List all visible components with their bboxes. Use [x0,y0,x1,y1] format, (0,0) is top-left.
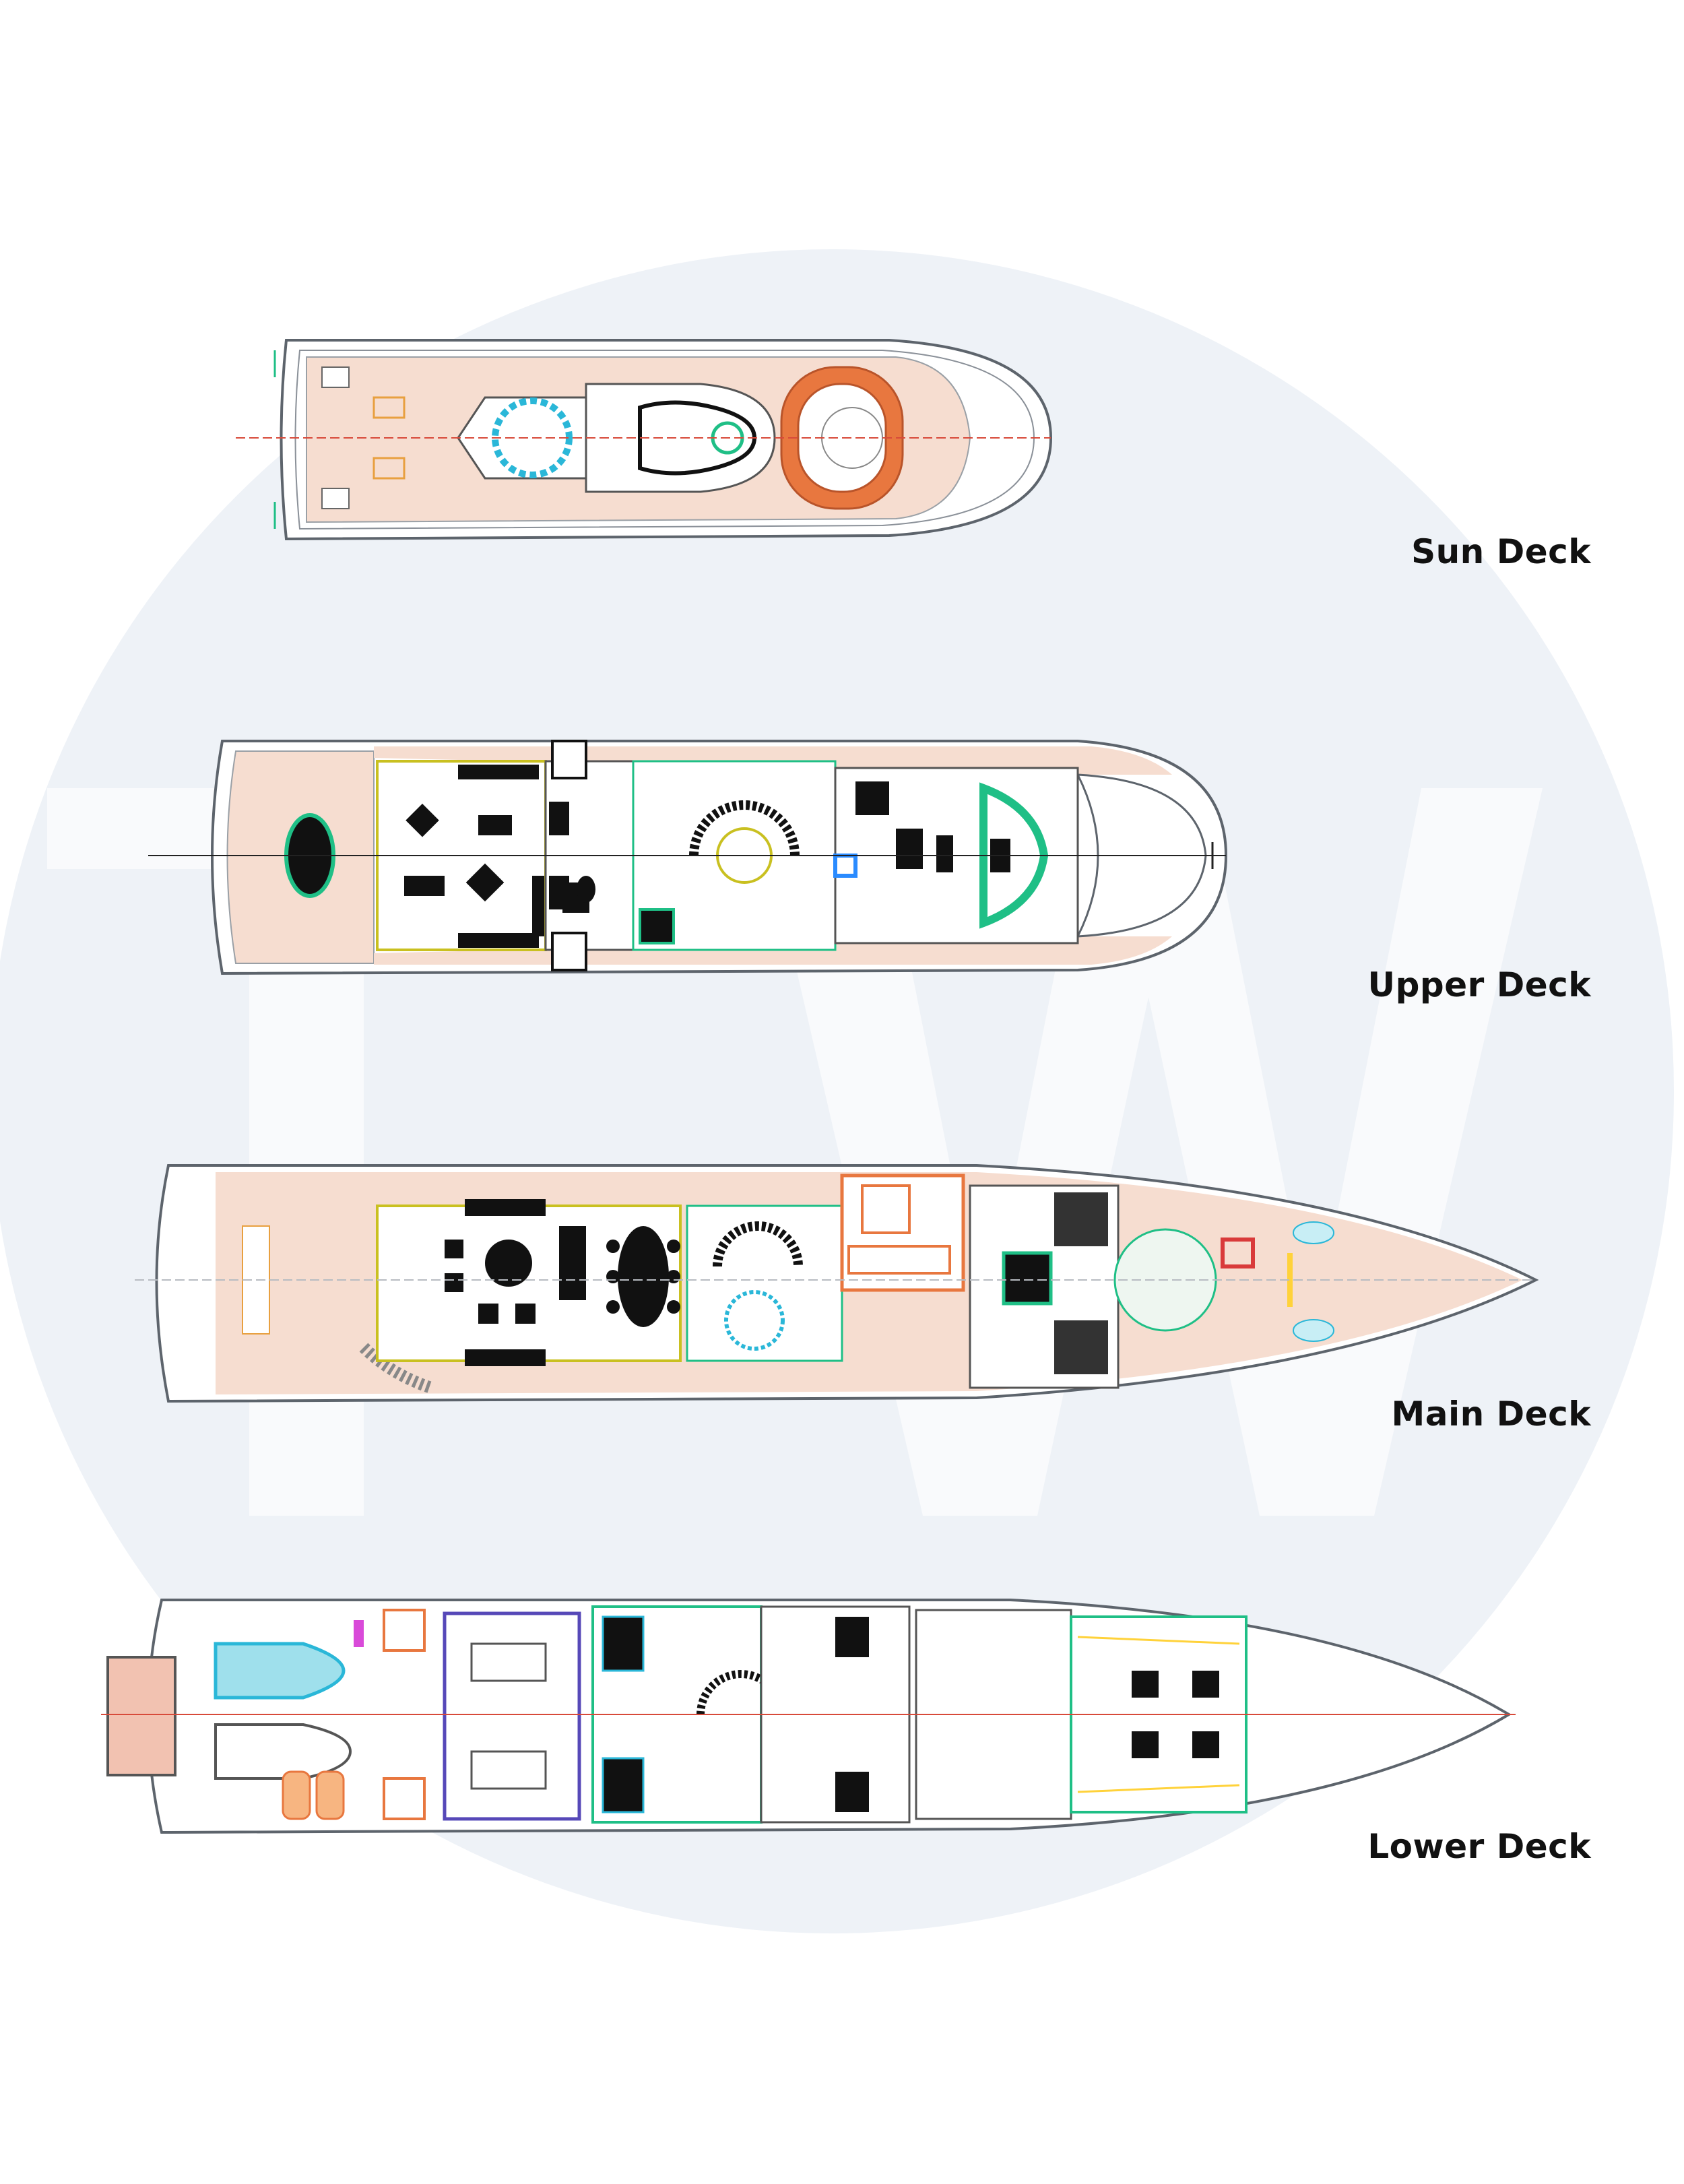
main-deck-foredeck-pad [1293,1221,1334,1244]
sun-lounger [321,366,350,388]
lower-deck-crew-bunk [1132,1731,1159,1758]
deck-label-upper: Upper Deck [1367,965,1591,1004]
main-deck-plan [135,1164,1539,1403]
lower-deck-store [383,1609,426,1652]
lower-deck-panel [354,1620,364,1647]
main-deck-aft-stair [359,1343,433,1394]
main-deck-tender [1221,1238,1255,1268]
main-deck-chair [515,1304,536,1324]
lower-deck-tender [214,1642,346,1700]
deck-label-lower: Lower Deck [1367,1827,1591,1866]
main-deck-dining-chair [606,1270,620,1283]
upper-deck-console [896,829,923,869]
lower-deck-crew-bunk [1192,1671,1219,1698]
main-deck-sofa [465,1199,546,1216]
main-deck-foredeck-pad [1293,1319,1334,1342]
upper-deck-table [478,815,512,835]
main-deck-round-table [724,1290,785,1351]
upper-deck-spiral-stair [689,800,800,856]
main-deck-cabinet [1054,1192,1108,1246]
lower-deck-crew-bunk [1077,1636,1240,1645]
main-deck-dining-chair [606,1240,620,1253]
sun-deck-round-table [492,397,573,478]
lower-deck-swim-platform [106,1656,176,1776]
main-deck-chair [478,1304,498,1324]
upper-deck-lift [551,932,587,971]
deck-label-main: Main Deck [1391,1394,1591,1434]
main-deck-cabinet [1054,1320,1108,1374]
main-deck-dining-table [618,1226,669,1327]
deck-label-sun: Sun Deck [1411,532,1591,571]
main-deck-dining-chair [667,1300,680,1314]
upper-deck-chair [406,803,439,837]
main-deck-dining-chair [667,1270,680,1283]
upper-deck-table [465,863,505,902]
main-deck-spiral-stair [713,1221,803,1267]
main-deck-dining-chair [606,1300,620,1314]
lower-deck-crew-bunk [1132,1671,1159,1698]
upper-deck-plan [148,740,1228,975]
main-deck-sofa [465,1349,546,1366]
main-deck-chair [445,1240,463,1258]
upper-deck-console [936,835,953,872]
upper-deck-cabinet [532,876,544,936]
main-deck-galley-counter [861,1184,911,1234]
upper-deck-chair [404,876,445,896]
sun-lounger [321,488,350,509]
main-deck-chair [445,1273,463,1292]
upper-deck-bar [639,908,675,944]
lower-deck-cabin-bed [835,1772,869,1812]
lower-deck-crew-bunk [1192,1731,1219,1758]
lower-deck-store [383,1777,426,1820]
lower-deck-crew-bunk [1077,1784,1240,1793]
lower-deck-jetski [282,1770,311,1820]
lower-deck-tender [214,1723,352,1780]
lower-deck-plan [101,1599,1516,1834]
upper-deck-side-table [577,876,595,903]
sun-deck-inner-hull [294,350,1035,530]
upper-deck-lift [551,740,587,779]
main-deck-sideboard [559,1226,586,1300]
upper-deck-sofa [458,765,539,779]
lower-deck-cabin-bed [835,1617,869,1657]
main-deck-owner-bed [1002,1251,1053,1306]
lower-deck-jetski [315,1770,345,1820]
lower-deck-spiral-stair [697,1670,785,1715]
lower-deck-cabin-bed [602,1615,645,1672]
main-deck-coffee-table [485,1240,532,1287]
upper-deck-sofa [458,933,539,948]
main-deck-galley-counter [847,1245,951,1275]
lower-deck-engine [470,1750,547,1790]
sun-deck-plan [236,339,1053,541]
lower-deck-engine [470,1642,547,1682]
lower-deck-cabin-bed [602,1757,645,1813]
upper-deck-console [855,781,889,815]
sun-lounger [373,457,406,480]
upper-deck-desk [549,802,569,835]
sun-lounger [373,396,406,419]
main-deck-dining-chair [667,1240,680,1253]
